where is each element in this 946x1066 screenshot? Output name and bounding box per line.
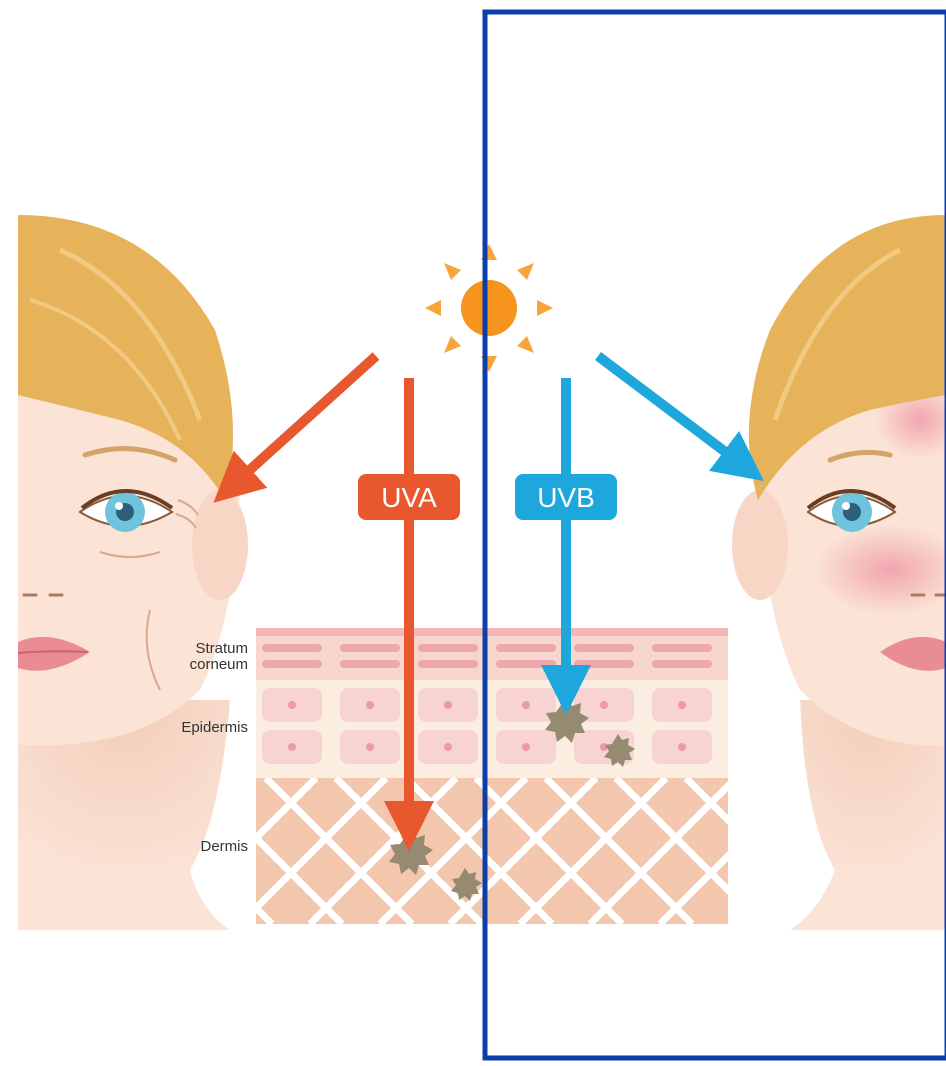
right-ear <box>732 490 788 600</box>
uvb-badge: UVB <box>515 474 617 520</box>
right-face <box>732 215 946 930</box>
label-epidermis: Epidermis <box>181 719 248 736</box>
label-stratum-line2: corneum <box>190 656 248 673</box>
label-dermis: Dermis <box>201 838 249 855</box>
uva-badge: UVA <box>358 474 460 520</box>
sun-icon <box>425 244 553 372</box>
uva-label: UVA <box>381 482 437 513</box>
label-stratum-line1: Stratum <box>195 640 248 657</box>
left-face <box>18 215 248 930</box>
dermis-layer <box>256 778 728 924</box>
uvb-label: UVB <box>537 482 595 513</box>
uvb-arrow-icon <box>598 356 744 466</box>
uva-arrow-icon <box>232 356 376 486</box>
left-ear <box>192 490 248 600</box>
